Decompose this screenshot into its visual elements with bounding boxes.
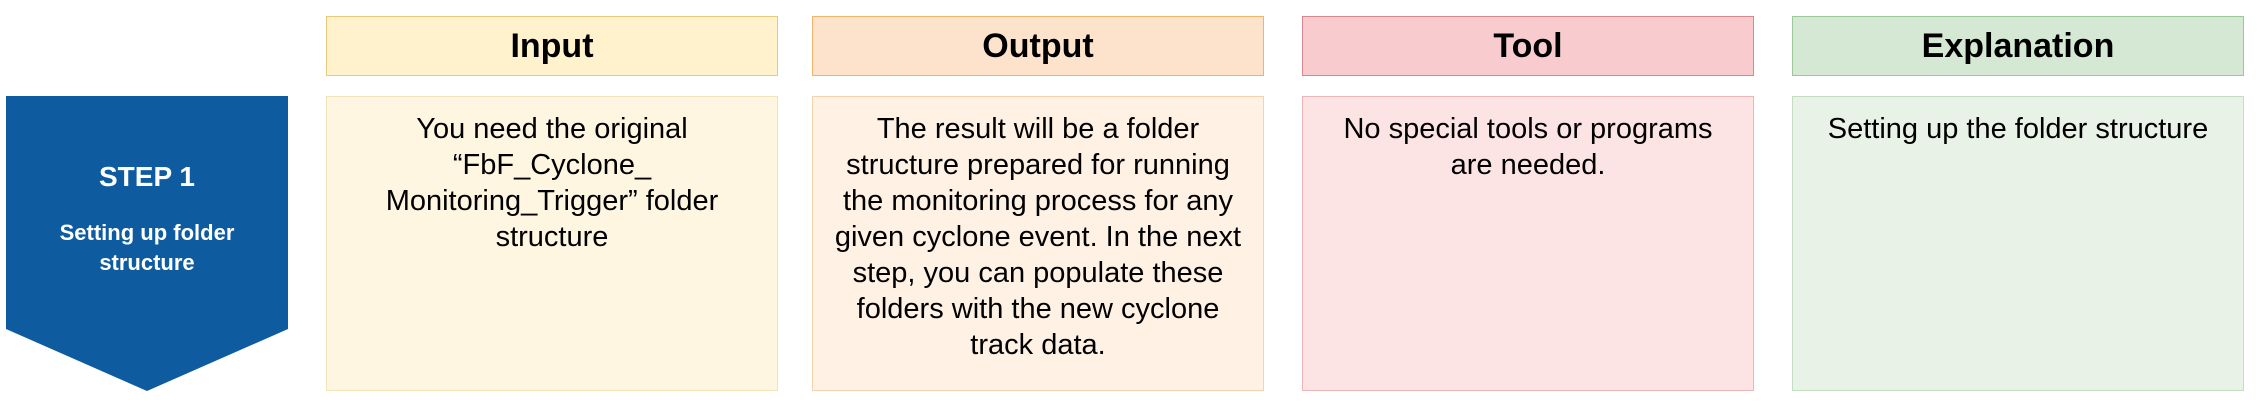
tool-body: No special tools or programs are needed. bbox=[1302, 96, 1754, 391]
step-subtitle: Setting up folder structure bbox=[59, 220, 235, 275]
input-header: Input bbox=[326, 16, 778, 76]
step-chevron-shape bbox=[6, 96, 288, 391]
tool-header: Tool bbox=[1302, 16, 1754, 76]
explanation-body: Setting up the folder structure bbox=[1792, 96, 2244, 391]
output-body: The result will be a folder structure pr… bbox=[812, 96, 1264, 391]
input-body-text: You need the original “FbF_Cyclone_ Moni… bbox=[385, 113, 719, 253]
step-title: STEP 1 bbox=[99, 161, 195, 192]
output-header: Output bbox=[812, 16, 1264, 76]
explanation-header: Explanation bbox=[1792, 16, 2244, 76]
input-body: You need the original “FbF_Cyclone_ Moni… bbox=[326, 96, 778, 391]
tool-body-text: No special tools or programs are needed. bbox=[1343, 113, 1713, 181]
output-body-text: The result will be a folder structure pr… bbox=[834, 113, 1242, 361]
explanation-body-text: Setting up the folder structure bbox=[1827, 113, 2209, 145]
step-label: STEP 1 Setting up folder structure bbox=[6, 160, 288, 278]
